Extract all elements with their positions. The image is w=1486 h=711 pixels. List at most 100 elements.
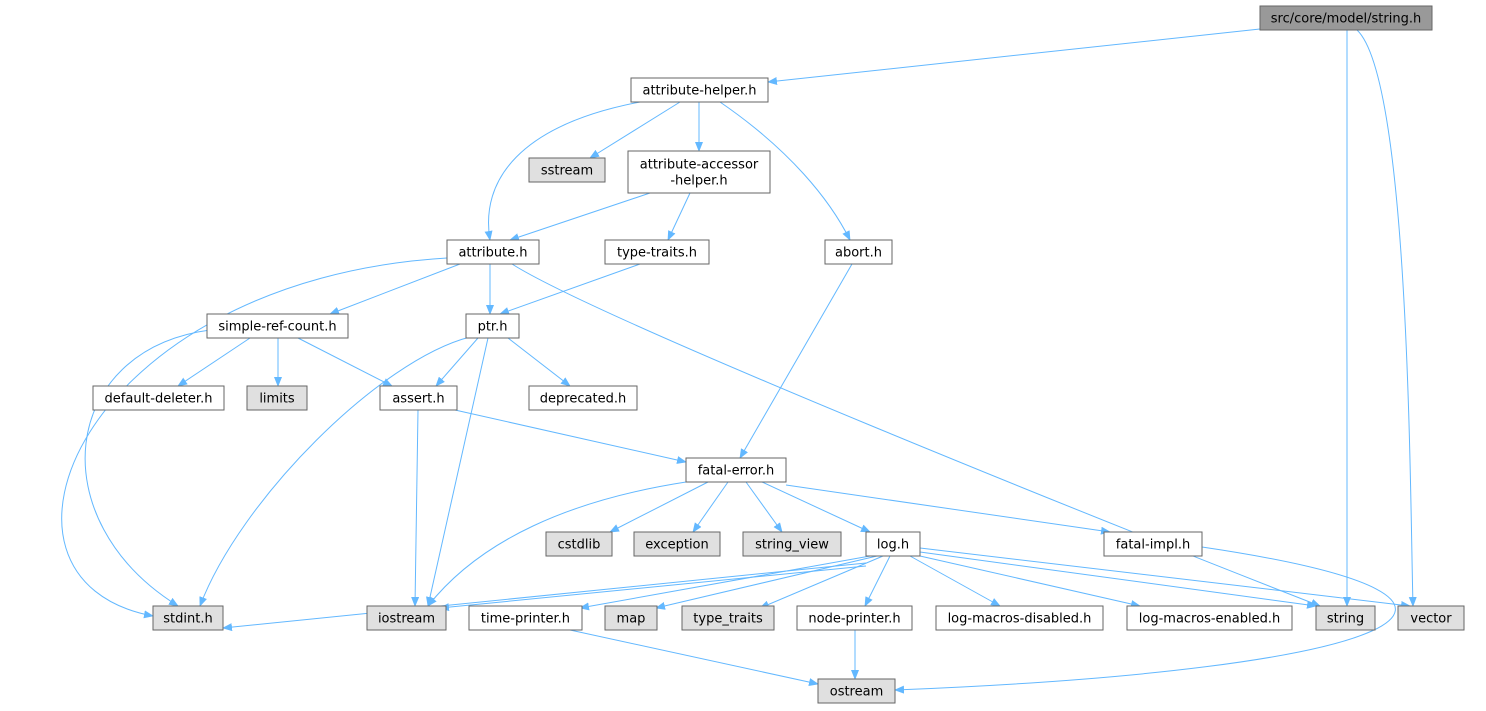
node-label: exception <box>645 538 709 553</box>
edge-attribute-accessor-helper-to-type-traits-h <box>667 192 691 241</box>
edge-ptr-to-iostream <box>426 337 489 607</box>
edge-attribute-helper-to-abort <box>719 101 851 241</box>
node-string-h-root[interactable]: src/core/model/string.h <box>1259 5 1433 31</box>
node-box <box>685 457 787 483</box>
edge-attribute-to-simple-ref-count <box>329 263 461 315</box>
node-label: attribute-accessor <box>640 158 759 173</box>
edge-log-to-stdint <box>222 562 867 632</box>
node-exception[interactable]: exception <box>633 531 721 557</box>
node-label: stdint.h <box>163 612 212 627</box>
node-box <box>1103 531 1203 557</box>
edge-fatal-error-to-fatal-impl <box>785 484 1111 535</box>
node-label: src/core/model/string.h <box>1271 12 1421 27</box>
node-fatal-impl[interactable]: fatal-impl.h <box>1103 531 1203 557</box>
edge-string-h-root-to-attribute-helper <box>767 28 1261 86</box>
node-assert[interactable]: assert.h <box>379 385 458 411</box>
edge-log-to-time-printer <box>579 555 871 611</box>
edge-log-to-log-macros-enabled <box>919 555 1141 608</box>
node-vector[interactable]: vector <box>1397 605 1465 631</box>
node-type-traits-h[interactable]: type-traits.h <box>604 239 710 265</box>
edge-simple-ref-count-to-default-deleter <box>177 337 251 387</box>
node-label: string <box>1327 612 1364 627</box>
node-string[interactable]: string <box>1315 605 1376 631</box>
node-label: abort.h <box>835 246 882 261</box>
edge-fatal-error-to-iostream <box>427 481 687 607</box>
node-node-printer[interactable]: node-printer.h <box>796 605 913 631</box>
node-attribute-accessor-helper[interactable]: attribute-accessor-helper.h <box>627 150 771 194</box>
node-box <box>366 605 447 631</box>
node-default-deleter[interactable]: default-deleter.h <box>92 385 225 411</box>
node-box <box>379 385 458 411</box>
node-iostream[interactable]: iostream <box>366 605 447 631</box>
node-stdint[interactable]: stdint.h <box>152 605 224 631</box>
node-simple-ref-count[interactable]: simple-ref-count.h <box>206 313 349 339</box>
node-ostream[interactable]: ostream <box>817 678 896 704</box>
node-label: sstream <box>541 164 593 179</box>
edge-abort-to-fatal-error <box>739 263 853 459</box>
node-box <box>1126 605 1293 631</box>
node-label: fatal-error.h <box>698 464 775 479</box>
node-box <box>1397 605 1465 631</box>
edge-ptr-to-stdint <box>199 336 471 607</box>
node-box <box>935 605 1104 631</box>
node-label: log.h <box>877 538 909 553</box>
node-cstdlib[interactable]: cstdlib <box>545 531 613 557</box>
edge-attribute-to-stdint <box>61 257 448 619</box>
edge-attribute-helper-to-attribute <box>484 101 641 241</box>
node-box <box>742 531 842 557</box>
node-label: ptr.h <box>478 320 508 335</box>
edge-type-traits-h-to-ptr <box>499 263 641 315</box>
edge-attribute-helper-to-sstream <box>589 101 681 159</box>
node-label: attribute-helper.h <box>642 84 756 99</box>
node-label: node-printer.h <box>808 612 900 627</box>
edge-time-printer-to-ostream <box>569 629 819 686</box>
node-attribute-helper[interactable]: attribute-helper.h <box>630 77 769 103</box>
node-label: string_view <box>755 538 829 553</box>
node-log[interactable]: log.h <box>865 531 921 557</box>
node-string-view[interactable]: string_view <box>742 531 842 557</box>
node-label: log-macros-enabled.h <box>1139 612 1280 627</box>
node-label: type_traits <box>693 612 763 627</box>
node-deprecated[interactable]: deprecated.h <box>528 385 638 411</box>
node-label: vector <box>1410 612 1452 627</box>
edge-log-to-log-macros-disabled <box>909 555 1001 607</box>
edge-fatal-error-to-string-view <box>745 481 783 533</box>
node-ptr[interactable]: ptr.h <box>465 313 520 339</box>
node-box <box>206 313 349 339</box>
node-label: ostream <box>830 685 884 700</box>
edge-attribute-accessor-helper-to-attribute <box>509 192 651 241</box>
edge-log-to-map <box>655 555 878 610</box>
node-abort[interactable]: abort.h <box>824 239 893 265</box>
node-box <box>246 385 308 411</box>
edge-attribute-to-string <box>511 263 1321 607</box>
node-box <box>446 239 540 265</box>
node-box <box>465 313 520 339</box>
edge-log-to-node-printer <box>864 555 891 607</box>
edges-layer <box>61 28 1417 694</box>
node-label: simple-ref-count.h <box>218 320 336 335</box>
node-label: map <box>617 612 646 627</box>
node-map[interactable]: map <box>604 605 658 631</box>
node-label: fatal-impl.h <box>1116 538 1190 553</box>
node-log-macros-enabled[interactable]: log-macros-enabled.h <box>1126 605 1293 631</box>
edge-ptr-to-deprecated <box>507 337 571 387</box>
node-fatal-error[interactable]: fatal-error.h <box>685 457 787 483</box>
node-box <box>681 605 775 631</box>
node-box <box>865 531 921 557</box>
node-box <box>545 531 613 557</box>
node-box <box>627 150 771 194</box>
node-type-traits[interactable]: type_traits <box>681 605 775 631</box>
node-label: assert.h <box>392 392 444 407</box>
node-label: cstdlib <box>558 538 601 553</box>
node-time-printer[interactable]: time-printer.h <box>468 605 583 631</box>
node-sstream[interactable]: sstream <box>528 157 606 183</box>
node-box <box>528 385 638 411</box>
edge-log-to-vector <box>919 547 1411 609</box>
node-box <box>152 605 224 631</box>
node-label: attribute.h <box>458 246 527 261</box>
node-log-macros-disabled[interactable]: log-macros-disabled.h <box>935 605 1104 631</box>
node-box <box>604 239 710 265</box>
node-attribute[interactable]: attribute.h <box>446 239 540 265</box>
node-limits[interactable]: limits <box>246 385 308 411</box>
edge-ptr-to-assert <box>435 337 479 387</box>
